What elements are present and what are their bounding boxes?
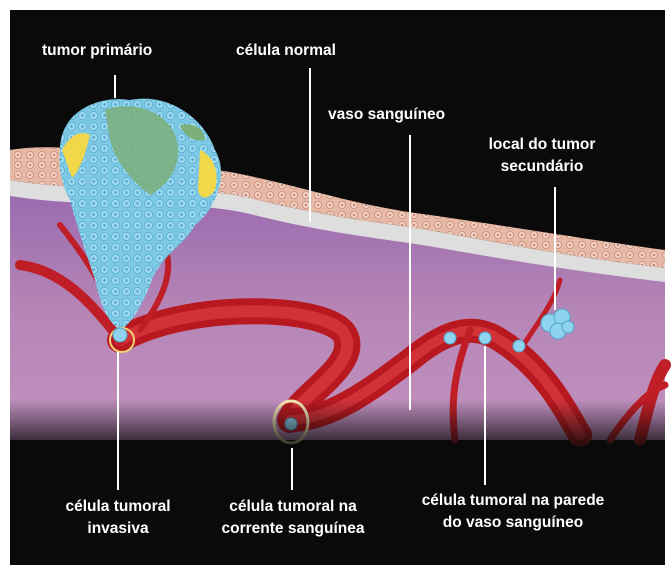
bottom-shadow — [10, 400, 665, 455]
label-invasive-line2: invasiva — [52, 518, 184, 540]
label-secondary-site: local do tumor secundário — [482, 134, 602, 178]
label-secondary-site-line1: local do tumor — [482, 134, 602, 156]
label-normal-cell: célula normal — [236, 40, 336, 62]
label-bloodstream-line2: corrente sanguínea — [206, 518, 380, 540]
label-primary-tumor: tumor primário — [42, 40, 152, 62]
label-invasive-line1: célula tumoral — [52, 496, 184, 518]
label-vessel-wall-cell: célula tumoral na parede do vaso sanguín… — [398, 490, 628, 534]
label-blood-vessel: vaso sanguíneo — [328, 104, 445, 126]
label-vessel-wall-line1: célula tumoral na parede — [398, 490, 628, 512]
label-invasive-cell: célula tumoral invasiva — [52, 496, 184, 540]
label-secondary-site-line2: secundário — [482, 156, 602, 178]
label-bloodstream-cell: célula tumoral na corrente sanguínea — [206, 496, 380, 540]
label-vessel-wall-line2: do vaso sanguíneo — [398, 512, 628, 534]
label-bloodstream-line1: célula tumoral na — [206, 496, 380, 518]
